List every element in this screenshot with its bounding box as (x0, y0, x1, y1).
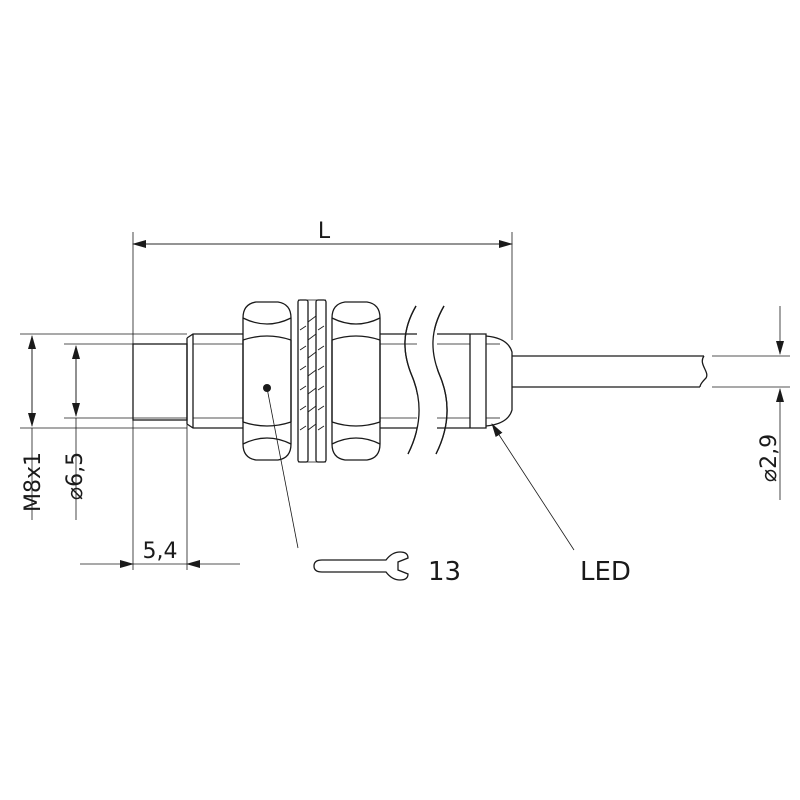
tip-length-label: 5,4 (143, 539, 178, 564)
dimension-tip-length: 5,4 (80, 424, 240, 570)
sensor-body (132, 299, 708, 463)
hex-nut-right (331, 301, 381, 461)
hex-nut-left (242, 301, 292, 461)
cable (512, 355, 708, 388)
led-callout: LED (491, 423, 631, 587)
lock-washers (297, 299, 327, 463)
end-cap (469, 333, 513, 429)
dimension-body-diameter: ⌀6,5 (63, 343, 187, 520)
dimension-length: L (132, 219, 513, 570)
body-diameter-label: ⌀6,5 (63, 452, 88, 500)
dimension-cable-diameter: ⌀2,9 (712, 306, 790, 500)
break-marks (404, 305, 448, 455)
cable-diameter-label: ⌀2,9 (757, 434, 782, 482)
wrench-callout: 13 (263, 384, 461, 587)
dimension-thread: M8x1 (20, 333, 187, 520)
led-label: LED (580, 557, 631, 587)
wrench-size-label: 13 (428, 557, 461, 587)
wrench-icon (313, 551, 409, 581)
length-label: L (318, 219, 331, 244)
sensing-tip (132, 343, 188, 421)
threaded-section (186, 333, 470, 429)
thread-label: M8x1 (21, 452, 46, 512)
